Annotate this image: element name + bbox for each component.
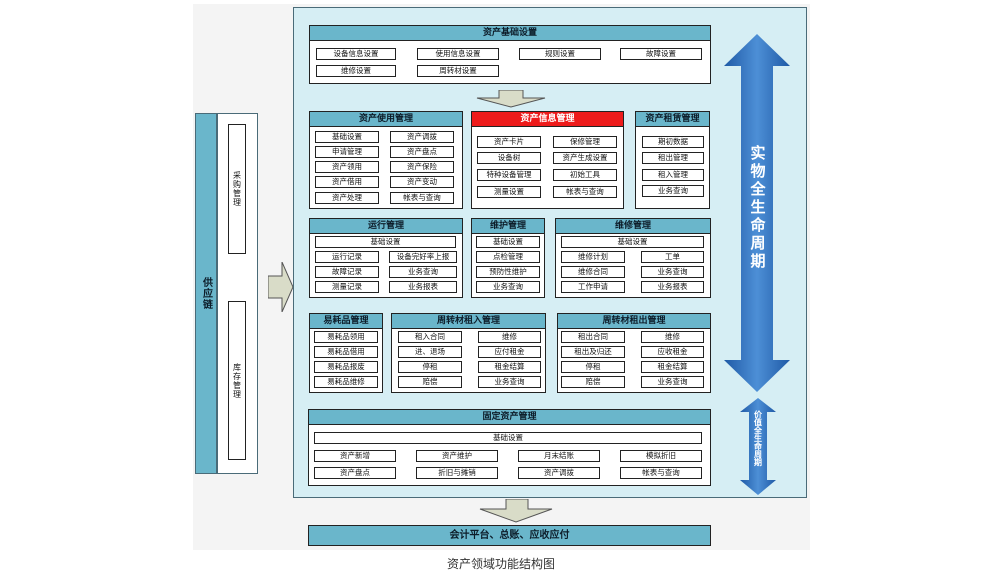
item-turnover-out[interactable]: 租出及归还 bbox=[561, 346, 625, 358]
supply-item-inventory[interactable]: 库存管理 bbox=[228, 301, 246, 460]
item-turnover-in[interactable]: 赔偿 bbox=[398, 376, 462, 388]
item-repair[interactable]: 维修计划 bbox=[561, 251, 625, 263]
item-repair[interactable]: 工作申请 bbox=[561, 281, 625, 293]
item-repair-settings[interactable]: 维修设置 bbox=[316, 65, 396, 77]
item-usage[interactable]: 资产借用 bbox=[315, 176, 379, 188]
item-info[interactable]: 特种设备管理 bbox=[477, 169, 541, 181]
item-turnover-out[interactable]: 维修 bbox=[641, 331, 704, 343]
item-operation[interactable]: 运行记录 bbox=[315, 251, 379, 263]
item-turnover-out[interactable]: 租出合同 bbox=[561, 331, 625, 343]
flow-arrow-right bbox=[268, 262, 294, 312]
item-usage[interactable]: 资产调拨 bbox=[390, 131, 454, 143]
module-title: 周转材租出管理 bbox=[558, 314, 710, 329]
item-usage[interactable]: 资产保险 bbox=[390, 161, 454, 173]
item-turnover-settings[interactable]: 周转材设置 bbox=[417, 65, 499, 77]
item-turnover-in[interactable]: 应付租金 bbox=[478, 346, 541, 358]
item-usage[interactable]: 资产处理 bbox=[315, 192, 379, 204]
item-device-info-settings[interactable]: 设备信息设置 bbox=[316, 48, 396, 60]
supply-item-purchase[interactable]: 采购管理 bbox=[228, 124, 246, 254]
item-consumables[interactable]: 易耗品领用 bbox=[314, 331, 378, 343]
item-consumables[interactable]: 易耗品借用 bbox=[314, 346, 378, 358]
item-consumables[interactable]: 易耗品维修 bbox=[314, 376, 378, 388]
item-turnover-in[interactable]: 停租 bbox=[398, 361, 462, 373]
item-fixed[interactable]: 资产新增 bbox=[314, 450, 396, 462]
item-turnover-in[interactable]: 进、退场 bbox=[398, 346, 462, 358]
item-fixed[interactable]: 资产盘点 bbox=[314, 467, 396, 479]
item-turnover-out[interactable]: 赔偿 bbox=[561, 376, 625, 388]
module-title: 维护管理 bbox=[472, 219, 544, 234]
module-title: 资产信息管理 bbox=[472, 112, 623, 127]
supply-chain-bar: 供应链 bbox=[195, 113, 217, 474]
item-fixed[interactable]: 资产维护 bbox=[416, 450, 498, 462]
item-operation[interactable]: 故障记录 bbox=[315, 266, 379, 278]
item-usage[interactable]: 资产盘点 bbox=[390, 146, 454, 158]
item-turnover-out[interactable]: 业务查询 bbox=[641, 376, 704, 388]
value-lifecycle-label: 价值全生命周期 bbox=[753, 410, 763, 466]
item-maintain[interactable]: 业务查询 bbox=[476, 281, 540, 293]
supply-chain-label: 供应链 bbox=[200, 277, 212, 310]
item-info[interactable]: 设备树 bbox=[477, 152, 541, 164]
flow-arrow-down-top bbox=[476, 90, 546, 108]
physical-lifecycle-arrow bbox=[724, 34, 790, 392]
item-info[interactable]: 保修管理 bbox=[553, 136, 617, 148]
module-title: 运行管理 bbox=[310, 219, 462, 234]
item-info[interactable]: 资产卡片 bbox=[477, 136, 541, 148]
item-turnover-in[interactable]: 租金结算 bbox=[478, 361, 541, 373]
module-title: 资产基础设置 bbox=[310, 26, 710, 41]
item-lease[interactable]: 期初数据 bbox=[642, 136, 704, 148]
item-rule-settings[interactable]: 规则设置 bbox=[519, 48, 601, 60]
item-info[interactable]: 测量设置 bbox=[477, 186, 541, 198]
item-consumables[interactable]: 易耗品报废 bbox=[314, 361, 378, 373]
item-repair[interactable]: 维修合同 bbox=[561, 266, 625, 278]
item-lease[interactable]: 租入管理 bbox=[642, 169, 704, 181]
item-info[interactable]: 初始工具 bbox=[553, 169, 617, 181]
item-operation[interactable]: 业务查询 bbox=[389, 266, 457, 278]
figure-caption: 资产领域功能结构图 bbox=[446, 557, 555, 571]
item-repair[interactable]: 工单 bbox=[641, 251, 704, 263]
physical-lifecycle-label: 实物全生命周期 bbox=[748, 145, 767, 271]
item-fixed[interactable]: 月末结账 bbox=[518, 450, 600, 462]
item-repair[interactable]: 业务报表 bbox=[641, 281, 704, 293]
item-fault-settings[interactable]: 故障设置 bbox=[620, 48, 702, 60]
item-maintain[interactable]: 预防性维护 bbox=[476, 266, 540, 278]
module-title: 资产使用管理 bbox=[310, 112, 462, 127]
item-fixed[interactable]: 帐表与查询 bbox=[620, 467, 702, 479]
value-lifecycle-arrow bbox=[740, 398, 776, 495]
item-usage[interactable]: 资产变动 bbox=[390, 176, 454, 188]
item-info[interactable]: 帐表与查询 bbox=[553, 186, 617, 198]
item-usage[interactable]: 帐表与查询 bbox=[390, 192, 454, 204]
module-title: 维修管理 bbox=[556, 219, 710, 234]
item-operation[interactable]: 基础设置 bbox=[315, 236, 456, 248]
module-title: 资产租赁管理 bbox=[636, 112, 709, 127]
item-lease[interactable]: 租出管理 bbox=[642, 152, 704, 164]
module-title: 周转材租入管理 bbox=[392, 314, 545, 329]
item-operation[interactable]: 测量记录 bbox=[315, 281, 379, 293]
accounting-platform-bar[interactable]: 会计平台、总账、应收应付 bbox=[308, 525, 711, 546]
item-maintain[interactable]: 点检管理 bbox=[476, 251, 540, 263]
item-info[interactable]: 资产生成设置 bbox=[553, 152, 617, 164]
item-usage-info-settings[interactable]: 使用信息设置 bbox=[417, 48, 499, 60]
item-repair[interactable]: 基础设置 bbox=[561, 236, 704, 248]
module-title: 易耗品管理 bbox=[310, 314, 382, 329]
item-turnover-out[interactable]: 停租 bbox=[561, 361, 625, 373]
item-turnover-out[interactable]: 租金结算 bbox=[641, 361, 704, 373]
item-maintain[interactable]: 基础设置 bbox=[476, 236, 540, 248]
module-title: 固定资产管理 bbox=[309, 410, 710, 425]
flow-arrow-down-bottom bbox=[479, 499, 553, 523]
item-operation[interactable]: 设备完好率上报 bbox=[389, 251, 457, 263]
item-turnover-in[interactable]: 租入合同 bbox=[398, 331, 462, 343]
item-turnover-out[interactable]: 应收租金 bbox=[641, 346, 704, 358]
item-usage[interactable]: 资产领用 bbox=[315, 161, 379, 173]
item-repair[interactable]: 业务查询 bbox=[641, 266, 704, 278]
item-turnover-in[interactable]: 维修 bbox=[478, 331, 541, 343]
item-usage[interactable]: 基础设置 bbox=[315, 131, 379, 143]
item-fixed[interactable]: 基础设置 bbox=[314, 432, 702, 444]
item-fixed[interactable]: 模拟折旧 bbox=[620, 450, 702, 462]
item-fixed[interactable]: 折旧与摊销 bbox=[416, 467, 498, 479]
item-lease[interactable]: 业务查询 bbox=[642, 185, 704, 197]
item-fixed[interactable]: 资产调拨 bbox=[518, 467, 600, 479]
item-turnover-in[interactable]: 业务查询 bbox=[478, 376, 541, 388]
item-usage[interactable]: 申请管理 bbox=[315, 146, 379, 158]
item-operation[interactable]: 业务报表 bbox=[389, 281, 457, 293]
